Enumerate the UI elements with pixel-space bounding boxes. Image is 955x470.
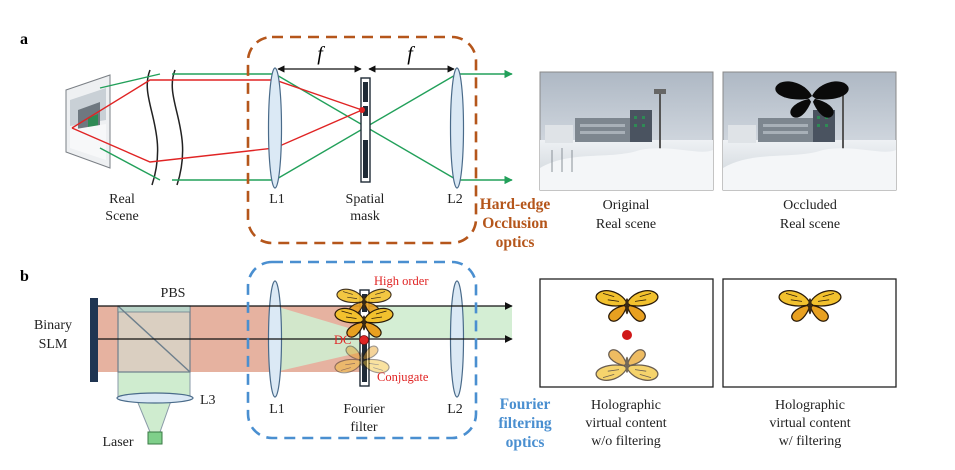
hologram-without-filtering	[539, 278, 714, 388]
original-caption-line2: Real scene	[596, 217, 656, 232]
dc-spot	[359, 335, 369, 345]
with-filtering-caption-line3: w/ filtering	[779, 434, 842, 449]
occlusion-optics-label-line3: optics	[496, 234, 535, 251]
original-scene-image	[539, 71, 714, 191]
without-filtering-caption-line3: w/o filtering	[591, 434, 661, 449]
panel-b-letter: b	[20, 268, 29, 285]
panel-a: a	[20, 31, 897, 251]
occlusion-optics-label-line1: Hard-edge	[480, 196, 551, 213]
l2-label-b: L2	[447, 402, 463, 417]
focal-length-markers: f f	[277, 43, 455, 73]
l3-label: L3	[200, 393, 216, 408]
l1-label-a: L1	[269, 192, 285, 207]
spatial-mask-label-line1: Spatial	[346, 192, 385, 207]
occluded-caption-line2: Real scene	[780, 217, 840, 232]
lens-l2-a	[449, 67, 465, 189]
hologram-with-filtering	[722, 278, 897, 388]
red-rays	[71, 79, 363, 163]
without-filtering-caption-line2: virtual content	[585, 416, 666, 431]
focal-label-right: f	[407, 43, 415, 65]
focal-label-left: f	[317, 43, 325, 65]
binary-slm	[90, 298, 98, 382]
fourier-optics-label: Fourier filtering optics	[498, 396, 552, 451]
lens-l3	[116, 392, 194, 404]
l1-label-b: L1	[269, 402, 285, 417]
original-caption-line1: Original	[603, 198, 650, 213]
distance-break-marks	[146, 69, 184, 186]
occluding-butterfly-silhouette	[775, 81, 849, 118]
dc-label: DC	[334, 333, 351, 347]
occlusion-optics-label-line2: Occlusion	[482, 215, 548, 232]
occlusion-optics-label: Hard-edge Occlusion optics	[480, 196, 551, 251]
panel-b: b Hig	[20, 260, 897, 451]
occluded-scene-image	[722, 71, 897, 191]
binary-slm-label-line1: Binary	[34, 318, 72, 333]
fourier-optics-label-line2: filtering	[498, 415, 552, 432]
conjugate-label: Conjugate	[377, 370, 429, 384]
laser-label: Laser	[102, 435, 133, 450]
real-scene-label-line1: Real	[109, 192, 135, 207]
occlusion-optics-box	[246, 35, 478, 245]
lens-l1-a	[267, 67, 283, 189]
without-filtering-caption-line1: Holographic	[591, 398, 661, 413]
with-filtering-caption-line1: Holographic	[775, 398, 845, 413]
spatial-mask-label-line2: mask	[350, 209, 380, 224]
fourier-optics-label-line3: optics	[506, 434, 545, 451]
high-order-label: High order	[374, 274, 429, 288]
real-scene-picture	[65, 74, 111, 169]
real-scene-label-line2: Scene	[105, 209, 138, 224]
pbs-label: PBS	[161, 286, 186, 301]
binary-slm-label-line2: SLM	[39, 337, 68, 352]
occluded-caption-line1: Occluded	[783, 198, 837, 213]
spatial-mask	[359, 77, 371, 183]
panel-a-letter: a	[20, 31, 28, 48]
with-filtering-caption-line2: virtual content	[769, 416, 850, 431]
fourier-optics-box	[246, 260, 478, 440]
l2-label-a: L2	[447, 192, 463, 207]
fourier-optics-label-line1: Fourier	[500, 396, 551, 413]
laser-source	[147, 431, 163, 445]
fourier-filter-label-line2: filter	[350, 420, 378, 435]
fourier-filter-label-line1: Fourier	[343, 402, 385, 417]
